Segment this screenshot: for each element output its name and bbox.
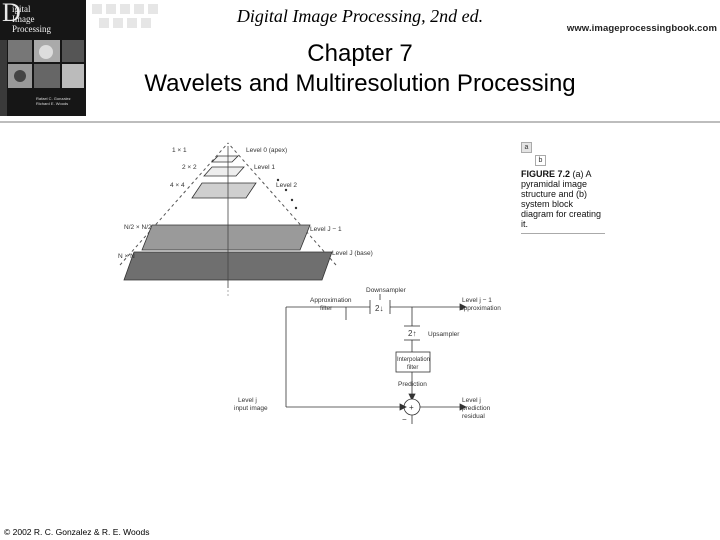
pyramid-size-5: N × N xyxy=(118,253,135,260)
caption-figure-label: FIGURE 7.2 xyxy=(521,169,571,179)
upsampler-label: Upsampler xyxy=(428,331,460,338)
interp-filter-label-1: Interpolation xyxy=(397,357,430,363)
input-image-label-2: input image xyxy=(234,405,268,412)
sum-symbol: + xyxy=(409,403,414,412)
chapter-title: Wavelets and Multiresolution Processing xyxy=(144,70,576,97)
pyramid-level-label-3: Level J − 1 xyxy=(310,226,342,233)
output-approx-label-2: approximation xyxy=(460,305,501,312)
header-divider xyxy=(0,121,720,123)
downsampler-label: Downsampler xyxy=(366,287,407,294)
pyramid-level-label-0: Level 0 (apex) xyxy=(246,147,287,154)
approx-filter-label-1: Approximation xyxy=(310,297,352,304)
downsample-symbol: 2↓ xyxy=(375,304,383,313)
book-cover-art xyxy=(0,0,86,116)
approx-filter-label-2: filter xyxy=(320,305,333,312)
header-title: Digital Image Processing, 2nd ed. xyxy=(236,6,484,26)
pyramid-size-4: N/2 × N/2 xyxy=(124,224,152,231)
pyramid-level-j-minus-1 xyxy=(141,224,311,251)
figure-caption: a b FIGURE 7.2 (a) A pyramidal image str… xyxy=(521,142,607,234)
book-cover-image: D igital Image Processing Rafael C. Gonz… xyxy=(0,0,86,116)
decorative-pattern xyxy=(92,4,158,28)
prediction-label: Prediction xyxy=(398,381,427,388)
panel-a-label: a xyxy=(521,142,532,153)
upsample-symbol: 2↑ xyxy=(408,329,416,338)
pyramid-level-label-2: Level 2 xyxy=(276,182,297,189)
pyramid-diagram: 1 × 1 2 × 2 4 × 4 N/2 × N/2 N × N Level … xyxy=(118,142,373,288)
header-url: www.imageprocessingbook.com xyxy=(566,23,717,34)
caption-divider xyxy=(521,233,605,234)
residual-label-3: residual xyxy=(462,413,485,420)
pyramid-size-2: 2 × 2 xyxy=(182,164,197,171)
pyramid-level-label-4: Level J (base) xyxy=(332,250,373,257)
pyramid-level-0 xyxy=(211,155,239,163)
residual-label-1: Level j xyxy=(462,397,481,404)
pyramid-size-1: 1 × 1 xyxy=(172,147,187,154)
book-cover-title: igital Image Processing xyxy=(12,4,51,34)
residual-label-2: prediction xyxy=(462,405,491,412)
book-cover-authors: Rafael C. Gonzalez Richard E. Woods xyxy=(36,96,71,106)
block-diagram xyxy=(227,290,467,424)
panel-b-label: b xyxy=(535,155,546,166)
caption-body: (a) A pyramidal image structure and (b) … xyxy=(521,169,602,229)
pyramid-level-label-1: Level 1 xyxy=(254,164,275,171)
pyramid-size-3: 4 × 4 xyxy=(170,182,185,189)
pyramid-level-1 xyxy=(203,166,245,177)
block-diagram-labels: Downsampler Approximation filter 2↓ Leve… xyxy=(234,287,501,424)
interp-filter-label-2: filter xyxy=(407,365,418,371)
copyright-notice: © 2002 R. C. Gonzalez & R. E. Woods xyxy=(4,527,150,537)
output-approx-label-1: Level j − 1 xyxy=(462,297,492,304)
chapter-number: Chapter 7 xyxy=(307,40,413,67)
figure-7-2: 1 × 1 2 × 2 4 × 4 N/2 × N/2 N × N Level … xyxy=(118,142,501,424)
input-image-label-1: Level j xyxy=(238,397,257,404)
pyramid-level-2 xyxy=(191,182,257,199)
book-cover-initial: D xyxy=(2,0,21,27)
caption-text: FIGURE 7.2 (a) A pyramidal image structu… xyxy=(521,169,607,229)
minus-symbol: − xyxy=(402,415,407,424)
